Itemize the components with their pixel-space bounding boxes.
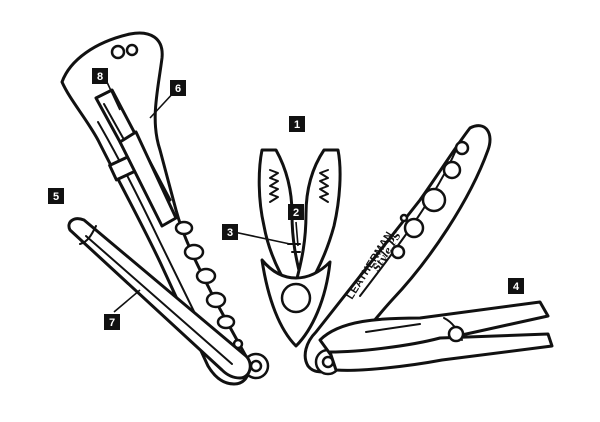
callout-2: 2	[288, 204, 304, 220]
callout-4: 4	[508, 278, 524, 294]
callout-1-label: 1	[294, 119, 300, 131]
callout-5: 5	[48, 188, 64, 204]
callout-5-label: 5	[53, 191, 59, 203]
callout-8: 8	[92, 68, 108, 84]
bit-driver-tool	[94, 88, 178, 228]
file-tool	[67, 217, 252, 380]
callout-4-label: 4	[513, 281, 520, 293]
callout-1: 1	[289, 116, 305, 132]
callout-7: 7	[104, 314, 120, 330]
pliers	[257, 148, 342, 348]
callout-6-label: 6	[175, 83, 181, 95]
callout-7-label: 7	[109, 317, 115, 329]
callout-2-label: 2	[293, 207, 299, 219]
callout-6: 6	[170, 80, 186, 96]
scissors	[318, 300, 554, 372]
callout-8-label: 8	[97, 71, 103, 83]
callout-3: 3	[222, 224, 238, 240]
callout-3-label: 3	[227, 227, 233, 239]
